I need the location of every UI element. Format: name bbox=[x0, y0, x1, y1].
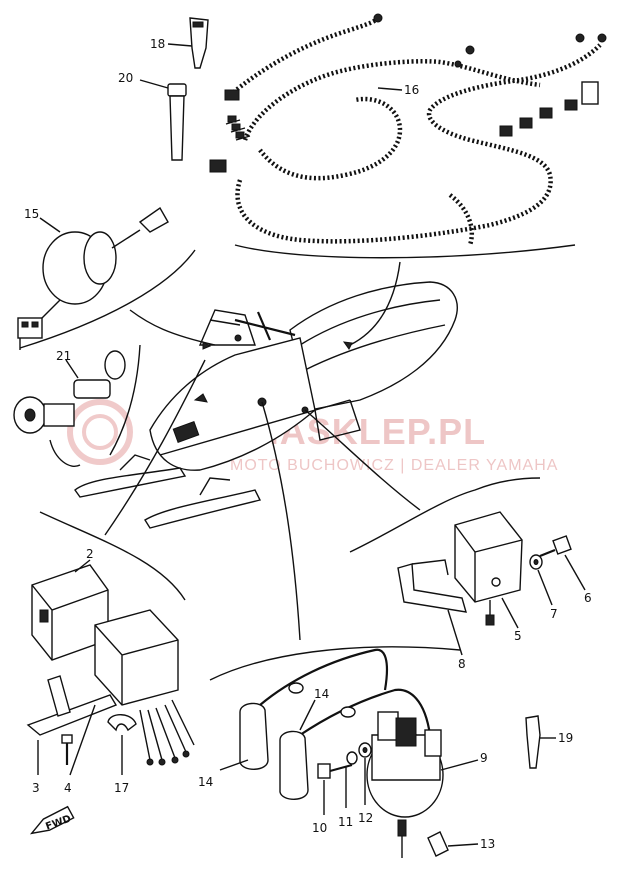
label-part-9: 9 bbox=[480, 751, 488, 765]
part-6-bolt: 6 bbox=[539, 535, 592, 605]
label-part-8: 8 bbox=[458, 657, 466, 671]
part-18-clip: 18 bbox=[150, 17, 209, 69]
part-2-cdi-unit: 2 bbox=[31, 547, 109, 661]
part-21-switch: 21 bbox=[13, 349, 126, 467]
label-part-12: 12 bbox=[358, 811, 373, 825]
label-part-10: 10 bbox=[312, 821, 327, 835]
label-part-20: 20 bbox=[118, 71, 133, 85]
label-part-16: 16 bbox=[404, 83, 419, 97]
part-16-wire-harness: 16 bbox=[209, 13, 607, 246]
label-part-2: 2 bbox=[86, 547, 94, 561]
label-part-14-b: 14 bbox=[314, 687, 329, 701]
snowmobile-illustration bbox=[74, 281, 458, 529]
watermark-tagline: MOTO BUCHOWICZ | DEALER YAMAHA bbox=[230, 457, 558, 474]
label-part-17: 17 bbox=[114, 781, 129, 795]
part-5-regulator: 5 bbox=[454, 511, 523, 643]
part-14-plug-caps: 14 14 bbox=[198, 648, 432, 800]
part-17-clamp: 17 bbox=[107, 714, 137, 795]
label-part-21: 21 bbox=[56, 349, 71, 363]
part-15-assembly: 15 bbox=[17, 206, 169, 339]
label-part-11: 11 bbox=[338, 815, 353, 829]
part-7-washer: 7 bbox=[529, 554, 558, 621]
label-part-14-a: 14 bbox=[198, 775, 213, 789]
fwd-arrow: FWD bbox=[29, 805, 75, 835]
label-part-18: 18 bbox=[150, 37, 165, 51]
label-part-4: 4 bbox=[64, 781, 72, 795]
leader-lines bbox=[104, 261, 421, 641]
part-10-11-12-fasteners: 10 11 12 bbox=[312, 742, 373, 835]
label-part-13: 13 bbox=[480, 837, 495, 851]
label-part-6: 6 bbox=[584, 591, 592, 605]
group-brackets bbox=[19, 244, 576, 681]
label-part-15: 15 bbox=[24, 207, 39, 221]
watermark: YAMASKLEP.PL MOTO BUCHOWICZ | DEALER YAM… bbox=[67, 399, 558, 474]
part-19-clip: 19 bbox=[525, 715, 573, 769]
part-9-ignition-coil: 9 bbox=[366, 711, 488, 818]
part-20-band: 20 bbox=[118, 71, 187, 161]
part-13-clip: 13 bbox=[397, 819, 495, 858]
label-part-5: 5 bbox=[514, 629, 522, 643]
part-8-bracket: 8 bbox=[397, 559, 467, 671]
control-box bbox=[26, 609, 195, 766]
label-part-19: 19 bbox=[558, 731, 573, 745]
part-3-4-fasteners: 3 4 bbox=[32, 704, 96, 795]
label-part-3: 3 bbox=[32, 781, 40, 795]
label-part-7: 7 bbox=[550, 607, 558, 621]
